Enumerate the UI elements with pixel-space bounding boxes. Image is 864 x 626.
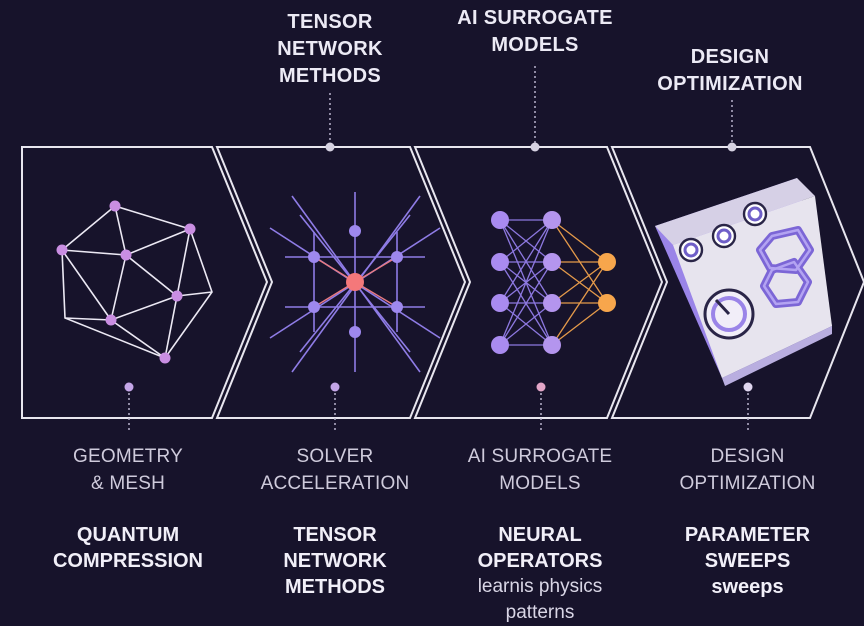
connector-dot [330, 382, 340, 392]
network-node [491, 294, 509, 312]
stage-frame-3 [413, 146, 664, 419]
connector-dot [536, 382, 546, 392]
network-edge [499, 219, 553, 346]
connector-dot [325, 142, 335, 152]
tensor-network-icon [269, 192, 441, 373]
top-label-line: MODELS [491, 34, 579, 56]
mid-label-ai-surrogate: AI SURROGATE MODELS [440, 443, 640, 497]
bottom-label-line: OPERATORS [477, 550, 603, 572]
bottom-label-quantum: QUANTUM COMPRESSION [28, 522, 228, 574]
mid-label-line: MODELS [499, 473, 581, 494]
network-node [491, 211, 509, 229]
connector-dot [124, 382, 134, 392]
network-node [491, 336, 509, 354]
bottom-label-line: QUANTUM [76, 524, 180, 546]
network-node [491, 253, 509, 271]
network-node [543, 253, 561, 271]
stage-frame-2 [215, 146, 467, 419]
top-label-line: DESIGN [690, 46, 770, 68]
network-node [543, 294, 561, 312]
network-edge [499, 219, 553, 263]
top-label-line: NETWORK [277, 38, 383, 60]
connector-dot [530, 142, 540, 152]
connector-dot [727, 142, 737, 152]
bottom-label-line: METHODS [285, 576, 385, 598]
network-edge [551, 261, 608, 346]
stage-frame-4 [610, 146, 864, 419]
control-panel-knobs-icon [655, 178, 832, 386]
bottom-label-line: NETWORK [283, 550, 387, 572]
bottom-sublabel-line: learnis physics [477, 576, 603, 597]
top-label-ai-surrogate: AI SURROGATE MODELS [430, 5, 640, 59]
network-node [543, 336, 561, 354]
mid-label-line: GEOMETRY [73, 446, 183, 467]
bottom-label-line: SWEEPS [704, 550, 791, 572]
top-label-tensor-network: TENSOR NETWORK METHODS [240, 9, 420, 90]
network-edge [551, 219, 608, 263]
bottom-label-neural: NEURAL OPERATORS learnis physics pattern… [440, 522, 640, 626]
network-node [598, 253, 616, 271]
stage-frame-1 [21, 146, 269, 419]
network-node [543, 211, 561, 229]
top-label-line: TENSOR [287, 11, 373, 33]
polygon-mesh-icon [56, 200, 213, 364]
top-label-line: AI SURROGATE [457, 7, 613, 29]
mid-label-line: SOLVER [296, 446, 374, 467]
network-edge [499, 261, 553, 346]
top-label-line: METHODS [278, 65, 382, 87]
network-edge [499, 219, 553, 304]
network-edge [551, 302, 608, 346]
neural-network-icon [491, 211, 616, 354]
network-edge [499, 302, 553, 346]
mid-label-line: & MESH [90, 473, 166, 494]
bottom-sublabel-line: patterns [505, 602, 575, 623]
bottom-label-parameter: PARAMETER SWEEPS sweeps [650, 522, 845, 600]
bottom-label-line: sweeps [711, 576, 784, 598]
bottom-label-tensor: TENSOR NETWORK METHODS [240, 522, 430, 600]
mid-label-geometry: GEOMETRY & MESH [38, 443, 218, 497]
mid-label-line: ACCELERATION [260, 473, 410, 494]
mid-label-line: DESIGN [710, 446, 785, 467]
network-edge [551, 261, 608, 304]
connector-dot [743, 382, 753, 392]
top-label-design-optimization: DESIGN OPTIMIZATION [630, 44, 830, 98]
bottom-label-line: COMPRESSION [52, 550, 204, 572]
mid-label-design: DESIGN OPTIMIZATION [650, 443, 845, 497]
mid-label-line: AI SURROGATE [467, 446, 613, 467]
mid-label-solver: SOLVER ACCELERATION [240, 443, 430, 497]
mid-label-line: OPTIMIZATION [679, 473, 816, 494]
bottom-label-line: NEURAL [498, 524, 582, 546]
network-node [598, 294, 616, 312]
top-label-line: OPTIMIZATION [657, 73, 803, 95]
bottom-label-line: TENSOR [293, 524, 377, 546]
bottom-label-line: PARAMETER [684, 524, 811, 546]
